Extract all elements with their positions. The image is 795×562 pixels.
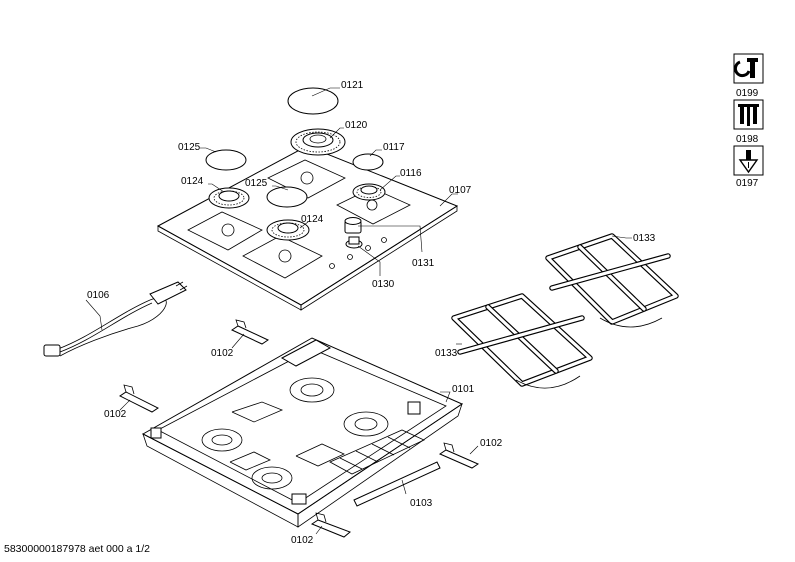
label-0124-center: 0124 (301, 214, 324, 225)
base-tray (141, 337, 464, 528)
power-cord (43, 281, 188, 357)
label-0125-center: 0125 (245, 178, 268, 189)
bracket-0102-top (230, 319, 270, 345)
document-footer: 58300000187978 aet 000 a 1/2 (4, 543, 150, 555)
cover-strip-0103 (353, 461, 441, 507)
label-0133-lower: 0133 (435, 348, 458, 359)
label-0133-upper: 0133 (633, 233, 656, 244)
legend-0198: 0198 (733, 99, 764, 145)
bracket-0102-right (438, 442, 480, 469)
label-0125-left: 0125 (178, 142, 201, 153)
label-0102-bottom: 0102 (291, 535, 314, 546)
legend-label-0199: 0199 (736, 88, 759, 99)
legend-label-0197: 0197 (736, 178, 759, 189)
label-0121: 0121 (341, 80, 364, 91)
burner-cap-0117 (352, 153, 384, 171)
label-0120: 0120 (345, 120, 368, 131)
label-0106: 0106 (87, 290, 110, 301)
wrench-icon (733, 58, 758, 78)
burner-0116 (352, 183, 386, 201)
label-0124-left: 0124 (181, 176, 204, 187)
label-0117: 0117 (383, 142, 405, 153)
pan-support-0133-upper (545, 233, 679, 328)
legend-0199: 0199 (733, 53, 764, 99)
screwdriver-icon (738, 150, 759, 174)
burner-0124-center (266, 219, 310, 241)
label-0102-top: 0102 (211, 348, 234, 359)
burner-0124-left (208, 187, 250, 209)
leader-lines (85, 87, 632, 535)
label-0116: 0116 (400, 168, 422, 179)
bracket-0102-bottom (310, 512, 351, 538)
label-0130: 0130 (372, 279, 395, 290)
control-knob-0131 (344, 217, 362, 234)
label-0101: 0101 (452, 384, 475, 395)
burner-cap-0125-left (205, 149, 247, 171)
label-0102-left: 0102 (104, 409, 127, 420)
burner-cap-0125-center (266, 186, 308, 208)
part-labels: 0121 0120 0125 0117 0124 0125 0116 0107 … (87, 80, 656, 546)
label-0102-right: 0102 (480, 438, 503, 449)
burner-cap-0121 (287, 87, 339, 115)
burner-0120 (290, 128, 346, 156)
legend-label-0198: 0198 (736, 134, 759, 145)
label-0131: 0131 (412, 258, 435, 269)
tools-icon (738, 104, 759, 126)
bracket-0102-left (119, 384, 159, 413)
label-0103: 0103 (410, 498, 433, 509)
legend-0197: 0197 (733, 145, 764, 189)
pan-support-0133-lower (451, 293, 593, 389)
label-0107: 0107 (449, 185, 472, 196)
